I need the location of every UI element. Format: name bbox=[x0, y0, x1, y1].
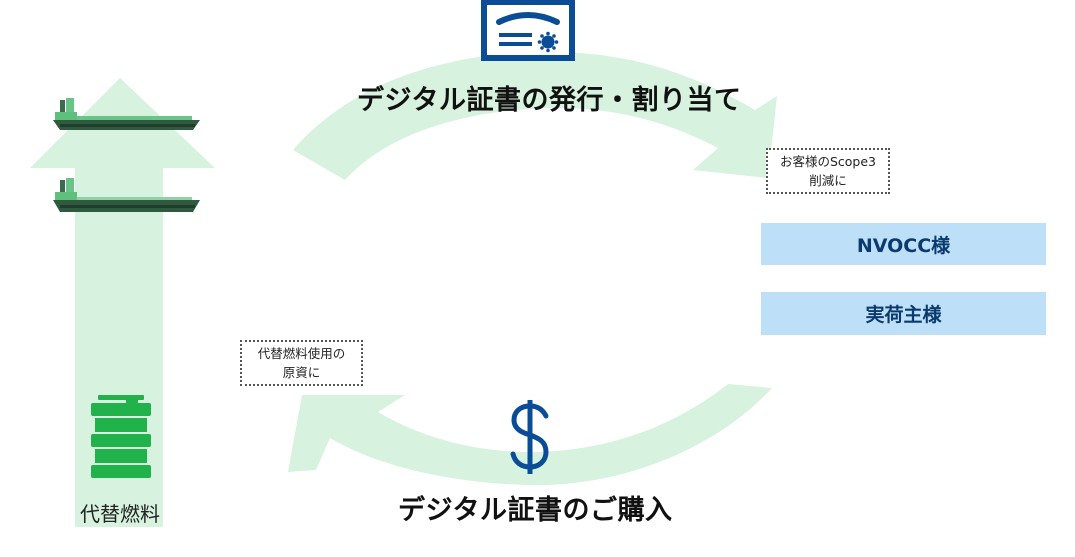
ship-upper bbox=[53, 98, 200, 130]
scope3-note-line2: 削減に bbox=[772, 171, 884, 190]
fuel-funding-note-line1: 代替燃料使用の bbox=[246, 344, 357, 363]
certificate-icon bbox=[481, 0, 576, 62]
dollar-icon bbox=[506, 398, 554, 476]
container-ship-icon bbox=[50, 96, 205, 220]
scope3-note-line1: お客様のScope3 bbox=[772, 152, 884, 171]
fuel-funding-note: 代替燃料使用の 原資に bbox=[240, 340, 363, 386]
fuel-drum-icon bbox=[88, 395, 154, 485]
alternative-fuel-label: 代替燃料 bbox=[80, 498, 160, 527]
customer-nvocc-box: NVOCC様 bbox=[761, 223, 1046, 265]
scope3-note: お客様のScope3 削減に bbox=[766, 148, 890, 194]
fuel-funding-note-line2: 原資に bbox=[246, 363, 357, 382]
ship-lower bbox=[53, 178, 200, 212]
purchase-title: デジタル証書のご購入 bbox=[398, 488, 672, 527]
customer-shipper-box: 実荷主様 bbox=[761, 292, 1046, 335]
issue-allocate-title: デジタル証書の発行・割り当て bbox=[357, 78, 741, 117]
